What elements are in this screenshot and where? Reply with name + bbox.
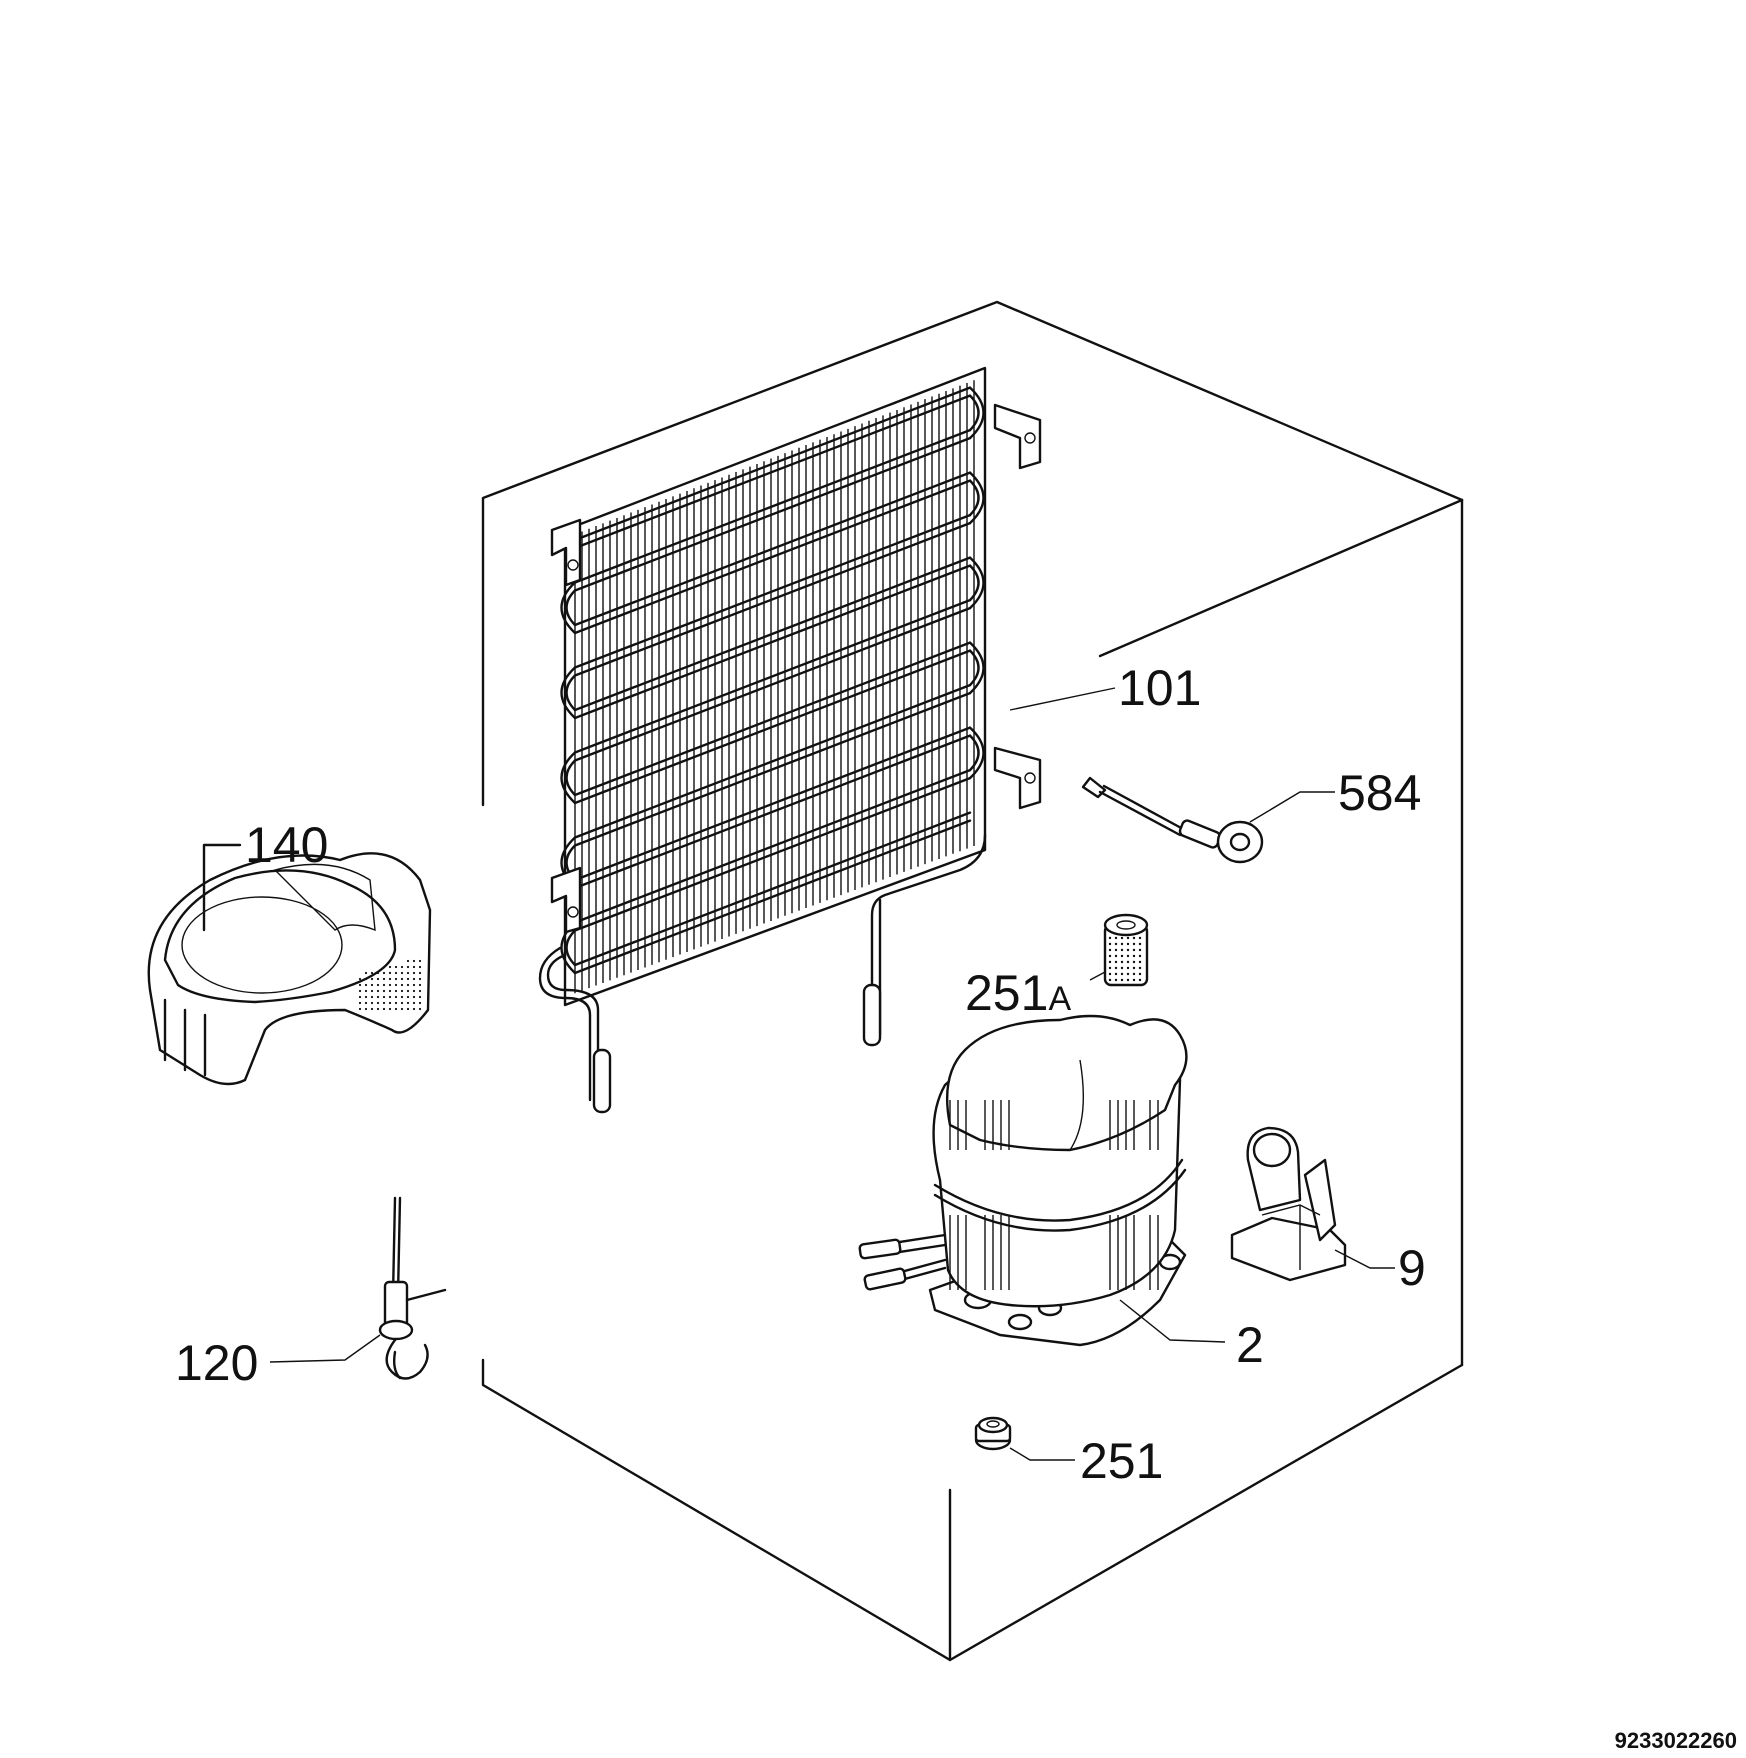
label-compressor: 2 [1236, 1317, 1264, 1373]
temperature-sensor: 584 [1081, 765, 1421, 864]
label-condenser: 101 [1118, 660, 1201, 716]
cabinet-outline [481, 300, 1464, 1662]
bushing-texture [1108, 936, 1142, 982]
document-number: 9233022260 [1615, 1728, 1737, 1753]
condenser-bracket-mid-right [993, 746, 1042, 810]
label-relay: 9 [1398, 1240, 1426, 1296]
drip-tray-mesh [358, 959, 422, 1011]
label-rubber-251a: 251A [965, 965, 1071, 1021]
rubber-bushing-251a: 251A [965, 913, 1149, 1021]
condenser-bracket-bottom-left [550, 866, 582, 934]
label-capillary-filter: 120 [175, 1335, 258, 1391]
compressor-pipes [858, 1233, 947, 1291]
compressor-shading [949, 1100, 1159, 1290]
condenser: 101 [538, 366, 1201, 1114]
rubber-grommet-251: 251 [974, 1416, 1163, 1489]
condenser-bracket-top-right [993, 403, 1042, 470]
label-sensor: 584 [1338, 765, 1421, 821]
capillary-filter: 120 [175, 1196, 447, 1391]
condenser-fins [574, 380, 975, 994]
label-grommet-251: 251 [1080, 1433, 1163, 1489]
condenser-tube [560, 386, 985, 975]
start-relay: 9 [1230, 1126, 1426, 1296]
label-drip-tray: 140 [245, 817, 328, 873]
drip-tray: 140 [147, 817, 432, 1086]
condenser-bracket-top-left [550, 518, 582, 587]
compressor: 2 [858, 1014, 1264, 1373]
